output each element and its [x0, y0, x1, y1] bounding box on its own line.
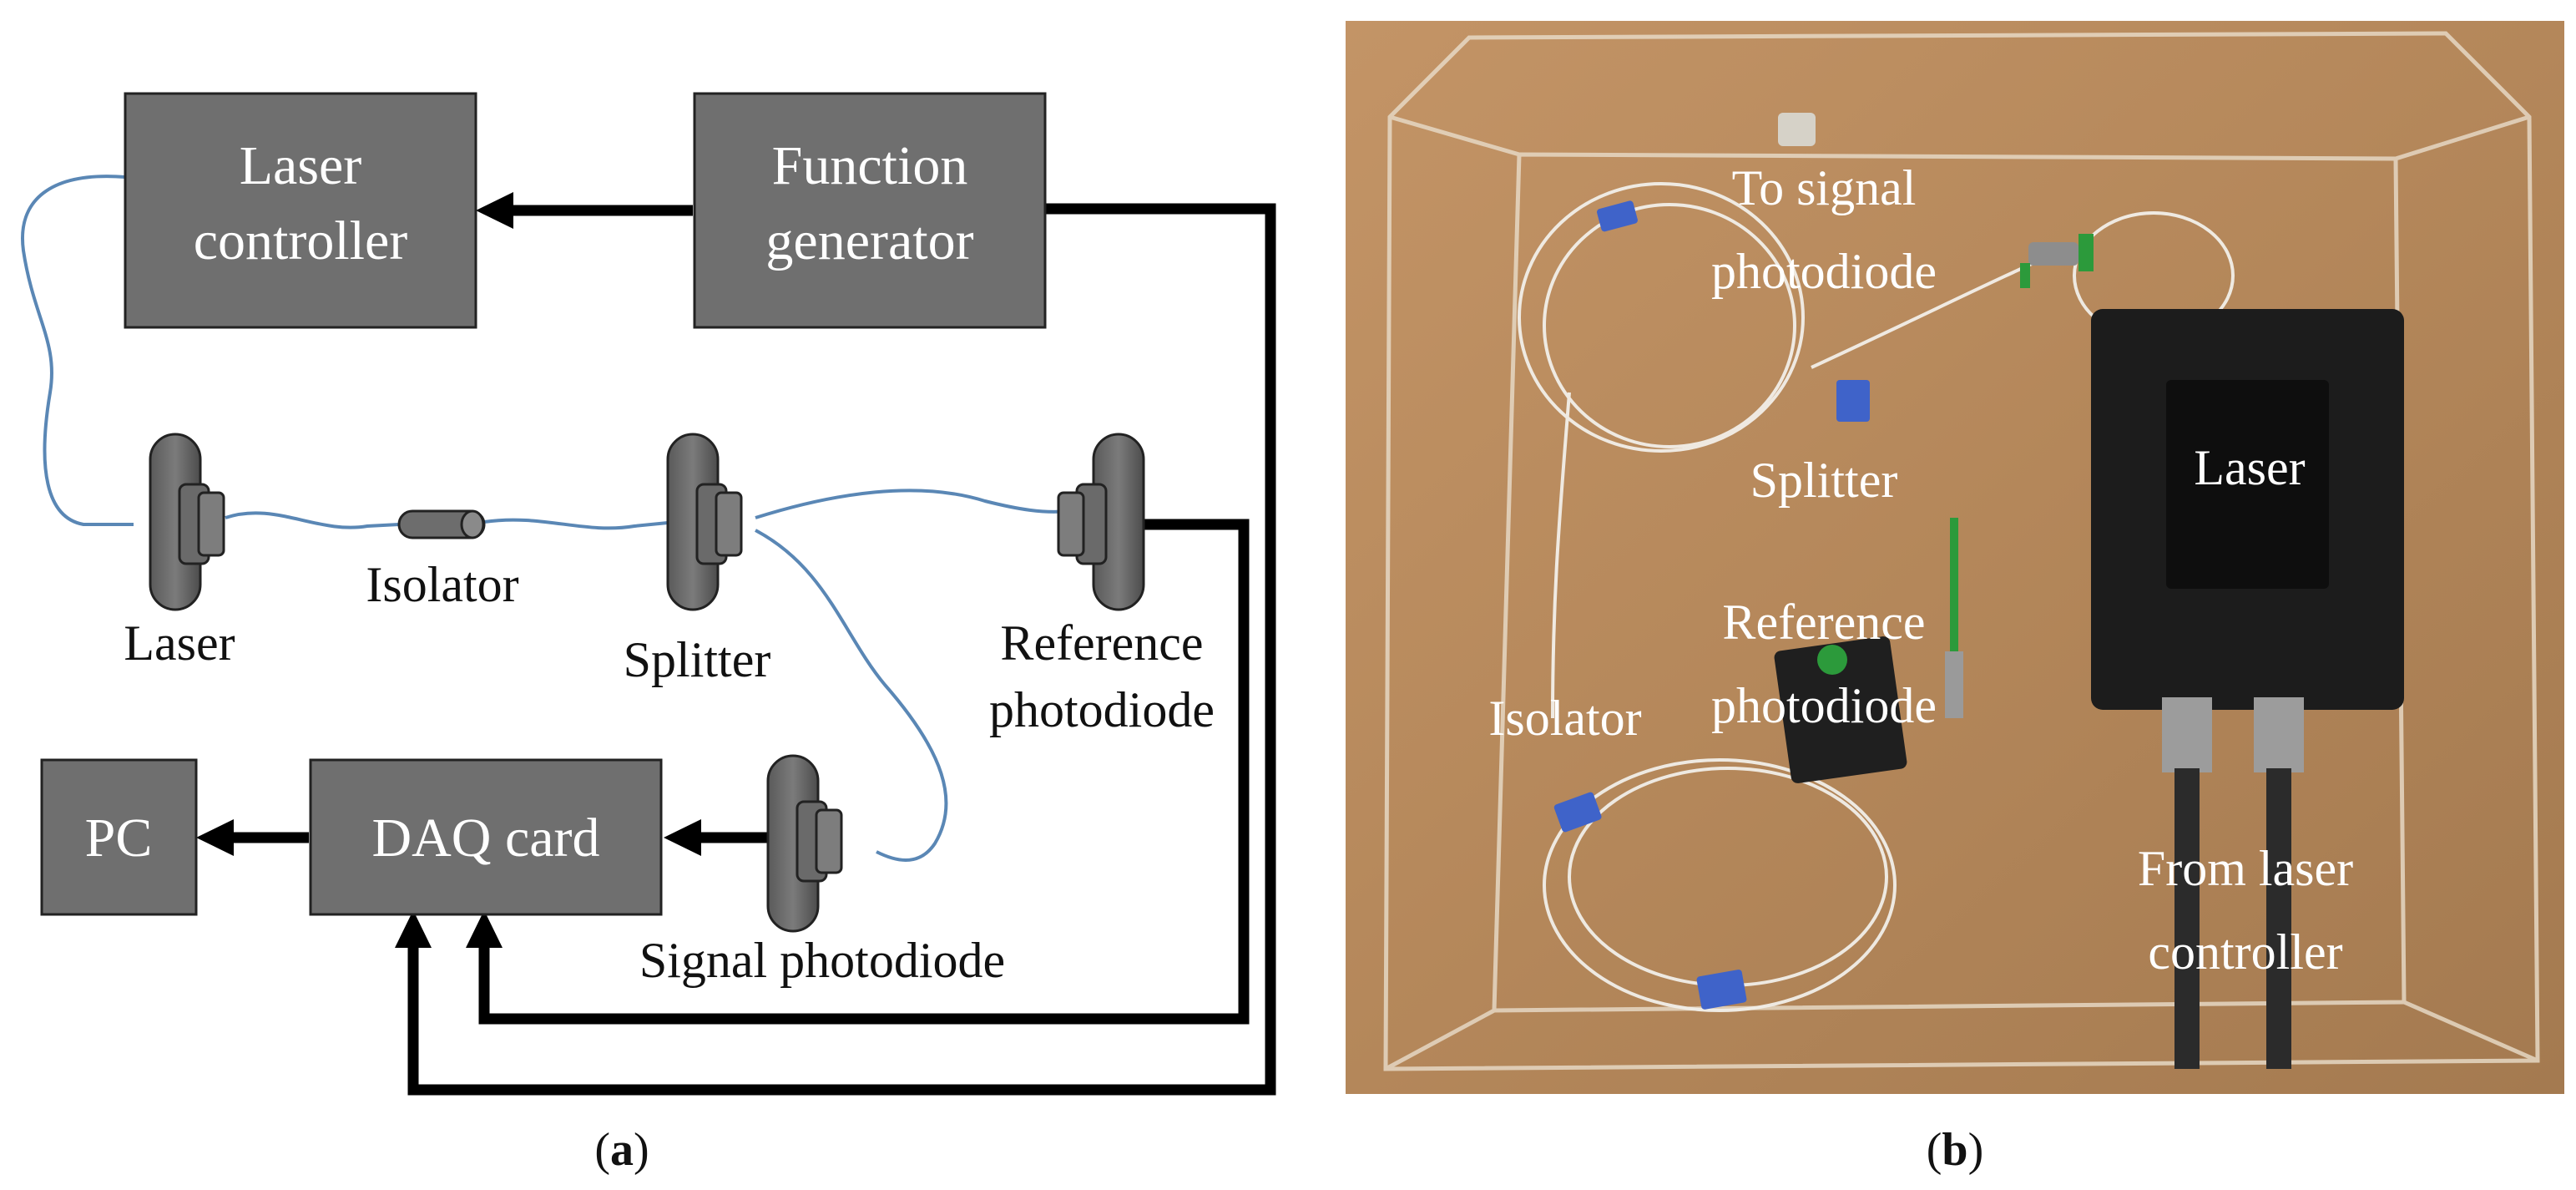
- arrow-into-daq-from-reference: [466, 910, 503, 948]
- reference-photodiode-label-line2: photodiode: [989, 682, 1215, 737]
- isolator-label: Isolator: [366, 557, 518, 612]
- photo-label-reference-photodiode-line2: photodiode: [1711, 678, 1937, 733]
- photo-label-isolator: Isolator: [1488, 691, 1641, 746]
- arrowheads: [196, 192, 701, 948]
- caption-a: (a): [594, 1124, 649, 1176]
- photo-label-reference-photodiode-line1: Reference: [1722, 595, 1925, 650]
- laser-unit-photo: [2091, 309, 2404, 1069]
- laser-controller-label-line1: Laser: [240, 135, 362, 196]
- function-generator-label-line2: generator: [765, 210, 973, 271]
- fiber-controller-to-laser: [21, 175, 134, 526]
- function-generator-box: Function generator: [693, 92, 1047, 329]
- arrow-into-laser-controller: [476, 192, 513, 229]
- pc-label: PC: [85, 808, 153, 868]
- reference-photodiode-icon: [1057, 433, 1145, 611]
- pc-box: PC: [40, 758, 198, 916]
- fiber-laser-to-isolator: [225, 511, 400, 529]
- panel-b-photograph: To signal photodiode Splitter Laser Refe…: [1346, 21, 2564, 1176]
- daq-card-box: DAQ card: [309, 758, 663, 916]
- photo-label-from-laser-controller-line1: From laser: [2138, 841, 2353, 896]
- acrylic-enclosure: [1383, 31, 2540, 1071]
- photo-label-from-laser-controller-line2: controller: [2148, 924, 2342, 980]
- laser-controller-label-line2: controller: [194, 210, 408, 271]
- fiber-connectors: [1778, 113, 2094, 288]
- splitter-icon: [666, 433, 743, 611]
- photo-label-laser: Laser: [2194, 440, 2305, 495]
- photo-label-to-signal-photodiode-line1: To signal: [1732, 160, 1917, 215]
- arrow-into-daq-from-generator: [395, 910, 432, 948]
- wire-generator-to-daq: [407, 203, 1276, 1096]
- daq-card-label: DAQ card: [371, 808, 599, 868]
- laser-label: Laser: [124, 615, 235, 671]
- photo-label-to-signal-photodiode-line2: photodiode: [1711, 244, 1937, 299]
- photo-label-splitter: Splitter: [1750, 453, 1898, 508]
- function-generator-label-line1: Function: [772, 135, 968, 196]
- splitter-label: Splitter: [624, 632, 771, 687]
- reference-photodiode-photo: [1774, 518, 1963, 783]
- fiber-splitter-to-signal: [755, 529, 948, 862]
- reference-photodiode-label-line1: Reference: [1000, 615, 1203, 671]
- laser-icon: [149, 433, 225, 611]
- arrow-into-pc: [196, 819, 234, 856]
- caption-b: (b): [1927, 1124, 1983, 1176]
- electrical-wires: [234, 203, 1276, 1096]
- signal-photodiode-label: Signal photodiode: [639, 933, 1005, 988]
- isolator-icon: [397, 509, 486, 539]
- laser-controller-box: Laser controller: [124, 92, 477, 329]
- optical-fiber: [21, 175, 1069, 862]
- fiber-splitter-to-reference: [755, 489, 1069, 519]
- wire-reference-to-daq: [478, 519, 1250, 1025]
- arrow-into-daq-from-signal: [664, 819, 701, 856]
- blue-tape: [1553, 200, 1870, 1010]
- signal-photodiode-icon: [766, 754, 843, 933]
- fiber-isolator-to-splitter: [483, 518, 669, 530]
- panel-a-block-diagram: Laser controller Function generator PC D…: [21, 92, 1276, 1176]
